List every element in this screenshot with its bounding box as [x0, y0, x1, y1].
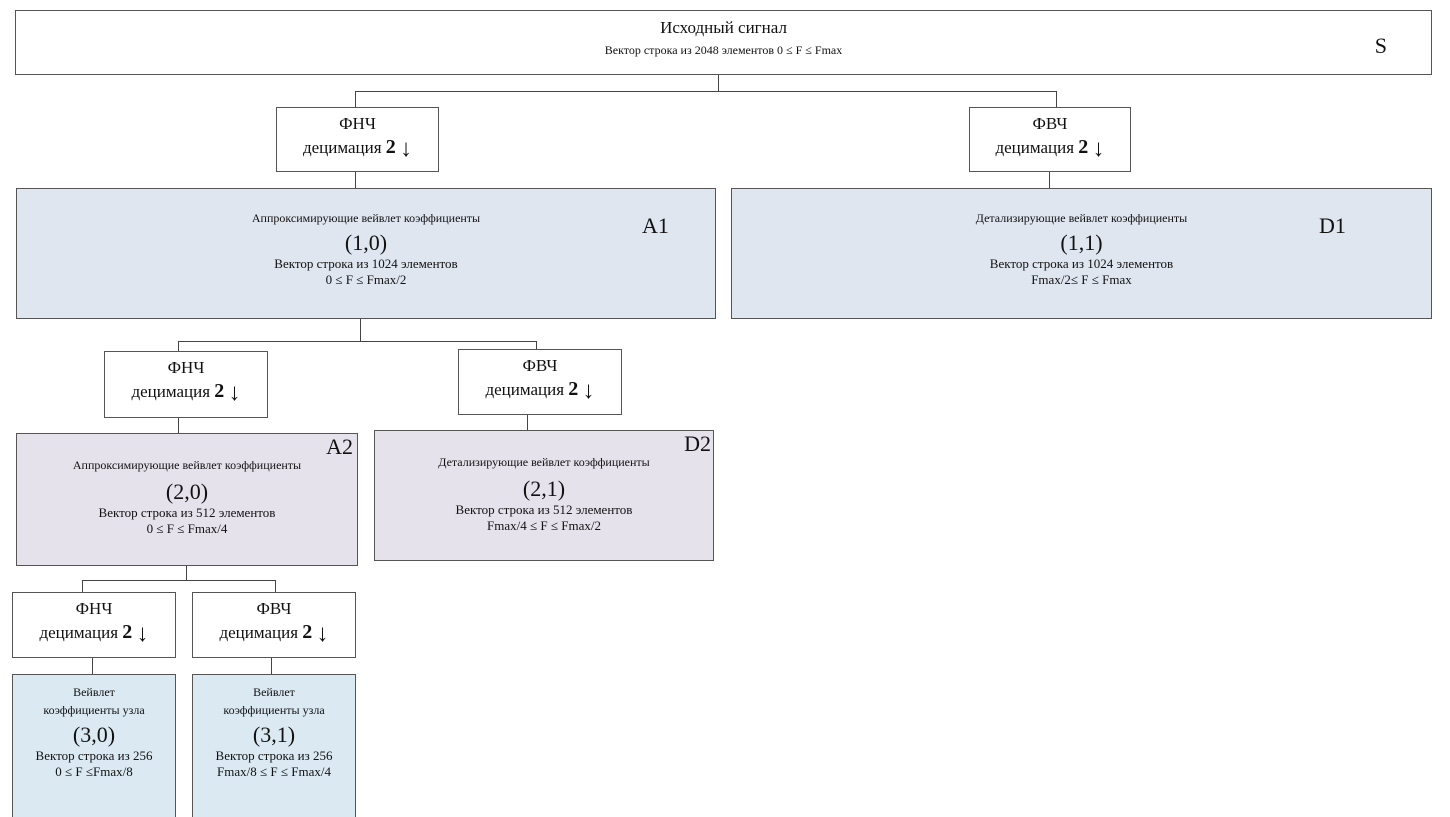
connector-line: [355, 91, 356, 107]
decimation-label: децимация 2 ↓: [459, 377, 621, 404]
lowpass-filter-level3: ФНЧ децимация 2 ↓: [12, 592, 176, 658]
highpass-filter-level2: ФВЧ децимация 2 ↓: [458, 349, 622, 415]
connector-line: [178, 341, 179, 351]
node-title: Аппроксимирующие вейвлет коэффициенты: [72, 458, 302, 472]
node-desc: Вектор строка из 256: [35, 748, 153, 763]
connector-line: [186, 566, 187, 580]
arrow-down-icon: ↓: [136, 621, 149, 647]
decimation-factor: 2: [568, 378, 579, 400]
decimation-text: децимация: [302, 138, 382, 157]
filter-name: ФВЧ: [522, 356, 558, 375]
source-signal-title: Исходный сигнал: [660, 18, 787, 37]
source-signal-tag: S: [1374, 33, 1387, 58]
filter-name: ФВЧ: [1032, 114, 1068, 133]
filter-name: ФНЧ: [339, 114, 376, 133]
filter-name: ФВЧ: [256, 599, 292, 618]
node-tag: A1: [642, 213, 669, 238]
decimation-text: децимация: [131, 382, 211, 401]
connector-line: [92, 658, 93, 674]
decimation-factor: 2: [385, 136, 396, 158]
node-desc: Вектор строка из 1024 элементов: [274, 256, 458, 271]
highpass-filter-level3: ФВЧ децимация 2 ↓: [192, 592, 356, 658]
lowpass-filter-level1: ФНЧ децимация 2 ↓: [276, 107, 439, 172]
node-coordinates: (2,0): [165, 479, 209, 504]
node-title-line1: Вейвлет: [253, 685, 295, 699]
decimation-factor: 2: [1078, 136, 1089, 158]
node-tag: A2: [326, 434, 353, 459]
decimation-label: децимация 2 ↓: [970, 135, 1130, 162]
node-title: Детализирующие вейвлет коэффициенты: [975, 211, 1188, 225]
detail-node-d2: Детализирующие вейвлет коэффициенты (2,1…: [374, 430, 714, 561]
connector-line: [355, 172, 356, 188]
decimation-label: децимация 2 ↓: [193, 620, 355, 647]
connector-line: [1056, 91, 1057, 107]
source-signal-desc: Вектор строка из 2048 элементов 0 ≤ F ≤ …: [604, 43, 843, 57]
connector-line: [275, 580, 276, 592]
arrow-down-icon: ↓: [582, 378, 595, 404]
node-desc: Вектор строка из 256: [215, 748, 333, 763]
node-frequency-range: Fmax/4 ≤ F ≤ Fmax/2: [487, 518, 601, 533]
wavelet-node-3-1: Вейвлет коэффициенты узла (3,1) Вектор с…: [192, 674, 356, 817]
node-desc: Вектор строка из 512 элементов: [455, 502, 633, 517]
decimation-text: децимация: [485, 380, 565, 399]
connector-line: [355, 91, 1057, 92]
node-desc: Вектор строка из 512 элементов: [98, 505, 276, 520]
connector-line: [527, 415, 528, 430]
node-frequency-range: Fmax/2≤ F ≤ Fmax: [1031, 272, 1132, 287]
node-coordinates: (2,1): [522, 476, 566, 501]
decimation-label: децимация 2 ↓: [105, 379, 267, 406]
connector-line: [271, 658, 272, 674]
connector-line: [178, 418, 179, 433]
connector-line: [536, 341, 537, 349]
connector-line: [82, 580, 83, 592]
node-frequency-range: Fmax/8 ≤ F ≤ Fmax/4: [217, 764, 331, 779]
node-tag: D2: [684, 431, 711, 456]
node-frequency-range: 0 ≤ F ≤Fmax/8: [55, 764, 133, 779]
connector-line: [178, 341, 537, 342]
source-signal-node: Исходный сигнал Вектор строка из 2048 эл…: [15, 10, 1432, 75]
lowpass-filter-level2: ФНЧ децимация 2 ↓: [104, 351, 268, 418]
arrow-down-icon: ↓: [1092, 136, 1105, 162]
decimation-label: децимация 2 ↓: [277, 135, 438, 162]
node-tag: D1: [1319, 213, 1346, 238]
node-coordinates: (3,1): [252, 722, 296, 747]
decimation-factor: 2: [214, 380, 225, 402]
approximation-node-a2: Аппроксимирующие вейвлет коэффициенты (2…: [16, 433, 358, 566]
node-title-line2: коэффициенты узла: [223, 703, 325, 717]
node-desc: Вектор строка из 1024 элементов: [989, 256, 1174, 271]
node-title: Детализирующие вейвлет коэффициенты: [438, 455, 650, 469]
decimation-text: децимация: [995, 138, 1075, 157]
connector-line: [718, 75, 719, 91]
arrow-down-icon: ↓: [228, 380, 241, 406]
node-coordinates: (1,1): [1060, 230, 1103, 255]
decimation-label: децимация 2 ↓: [13, 620, 175, 647]
node-title: Аппроксимирующие вейвлет коэффициенты: [251, 211, 481, 225]
connector-line: [1049, 172, 1050, 188]
node-coordinates: (1,0): [344, 230, 388, 255]
arrow-down-icon: ↓: [316, 621, 329, 647]
connector-line: [360, 319, 361, 341]
filter-name: ФНЧ: [167, 358, 205, 377]
decimation-factor: 2: [122, 621, 133, 643]
arrow-down-icon: ↓: [400, 136, 413, 162]
wavelet-node-3-0: Вейвлет коэффициенты узла (3,0) Вектор с…: [12, 674, 176, 817]
decimation-text: децимация: [219, 623, 299, 642]
decimation-factor: 2: [302, 621, 313, 643]
node-coordinates: (3,0): [72, 722, 116, 747]
approximation-node-a1: Аппроксимирующие вейвлет коэффициенты (1…: [16, 188, 716, 319]
node-frequency-range: 0 ≤ F ≤ Fmax/4: [146, 521, 228, 536]
node-title-line2: коэффициенты узла: [43, 703, 145, 717]
node-title-line1: Вейвлет: [73, 685, 115, 699]
decimation-text: децимация: [39, 623, 119, 642]
highpass-filter-level1: ФВЧ децимация 2 ↓: [969, 107, 1131, 172]
node-frequency-range: 0 ≤ F ≤ Fmax/2: [325, 272, 407, 287]
connector-line: [82, 580, 276, 581]
detail-node-d1: Детализирующие вейвлет коэффициенты (1,1…: [731, 188, 1432, 319]
filter-name: ФНЧ: [75, 599, 113, 618]
